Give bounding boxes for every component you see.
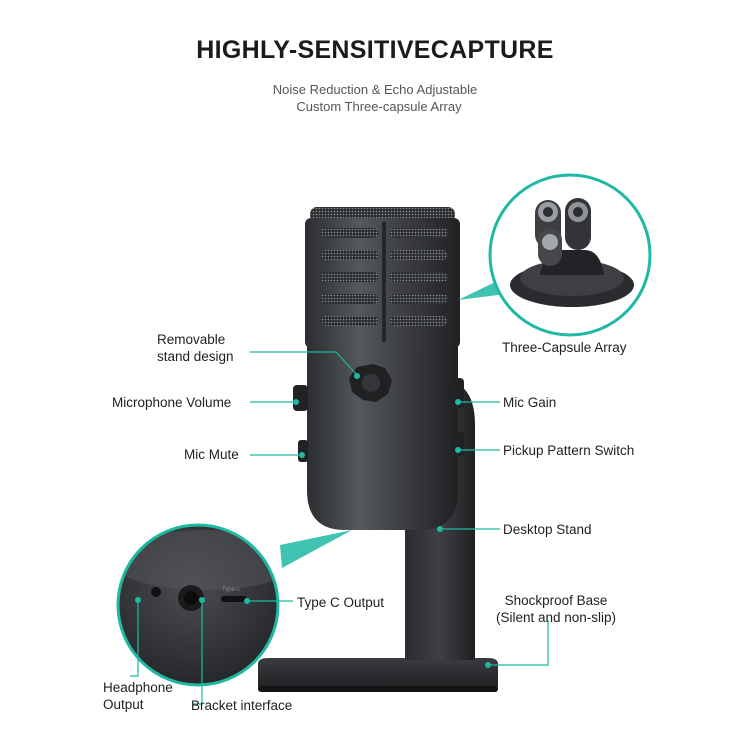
label-type-c-output: Type C Output (297, 595, 385, 610)
label-removable-line2: stand design (157, 349, 234, 364)
label-three-capsule: Three-Capsule Array (502, 340, 627, 355)
label-shockproof-line2: (Silent and non-slip) (495, 610, 617, 625)
leader-base (488, 620, 549, 666)
leader-removable (250, 351, 358, 376)
label-headphone-line2: Output (103, 697, 144, 712)
shockproof-base (258, 658, 498, 692)
label-mic-gain: Mic Gain (503, 395, 557, 410)
label-removable-line1: Removable (157, 332, 226, 347)
bottom-ports-zoom: Type-c (116, 523, 352, 687)
leader-headphone (130, 600, 139, 677)
subtitle-line-2: Custom Three-capsule Array (296, 99, 462, 114)
label-headphone-line1: Headphone (103, 680, 173, 695)
stand-knob (349, 364, 392, 402)
volume-knob (293, 385, 308, 411)
page-title: HIGHLY-SENSITIVECAPTURE (196, 36, 554, 64)
port-label: Type-c (222, 587, 240, 593)
label-mic-mute: Mic Mute (184, 447, 239, 462)
label-desktop-stand: Desktop Stand (503, 522, 592, 537)
microphone-body (307, 345, 458, 530)
leader-bracket (192, 600, 203, 705)
microphone-head (305, 207, 460, 348)
three-capsule-zoom (458, 173, 652, 337)
leader-dots (135, 373, 491, 668)
mute-button (298, 440, 308, 462)
label-removable-stand: Removable stand design (157, 331, 234, 365)
label-pickup-pattern: Pickup Pattern Switch (503, 443, 635, 458)
label-shockproof-base: Shockproof Base (Silent and non-slip) (488, 592, 624, 626)
subtitle-line-1: Noise Reduction & Echo Adjustable (272, 82, 478, 97)
label-headphone-output: Headphone Output (103, 679, 173, 713)
label-shockproof-line1: Shockproof Base (504, 593, 608, 608)
label-bracket-interface: Bracket interface (191, 698, 293, 713)
leader-lines (130, 351, 549, 705)
label-microphone-volume: Microphone Volume (112, 395, 232, 410)
